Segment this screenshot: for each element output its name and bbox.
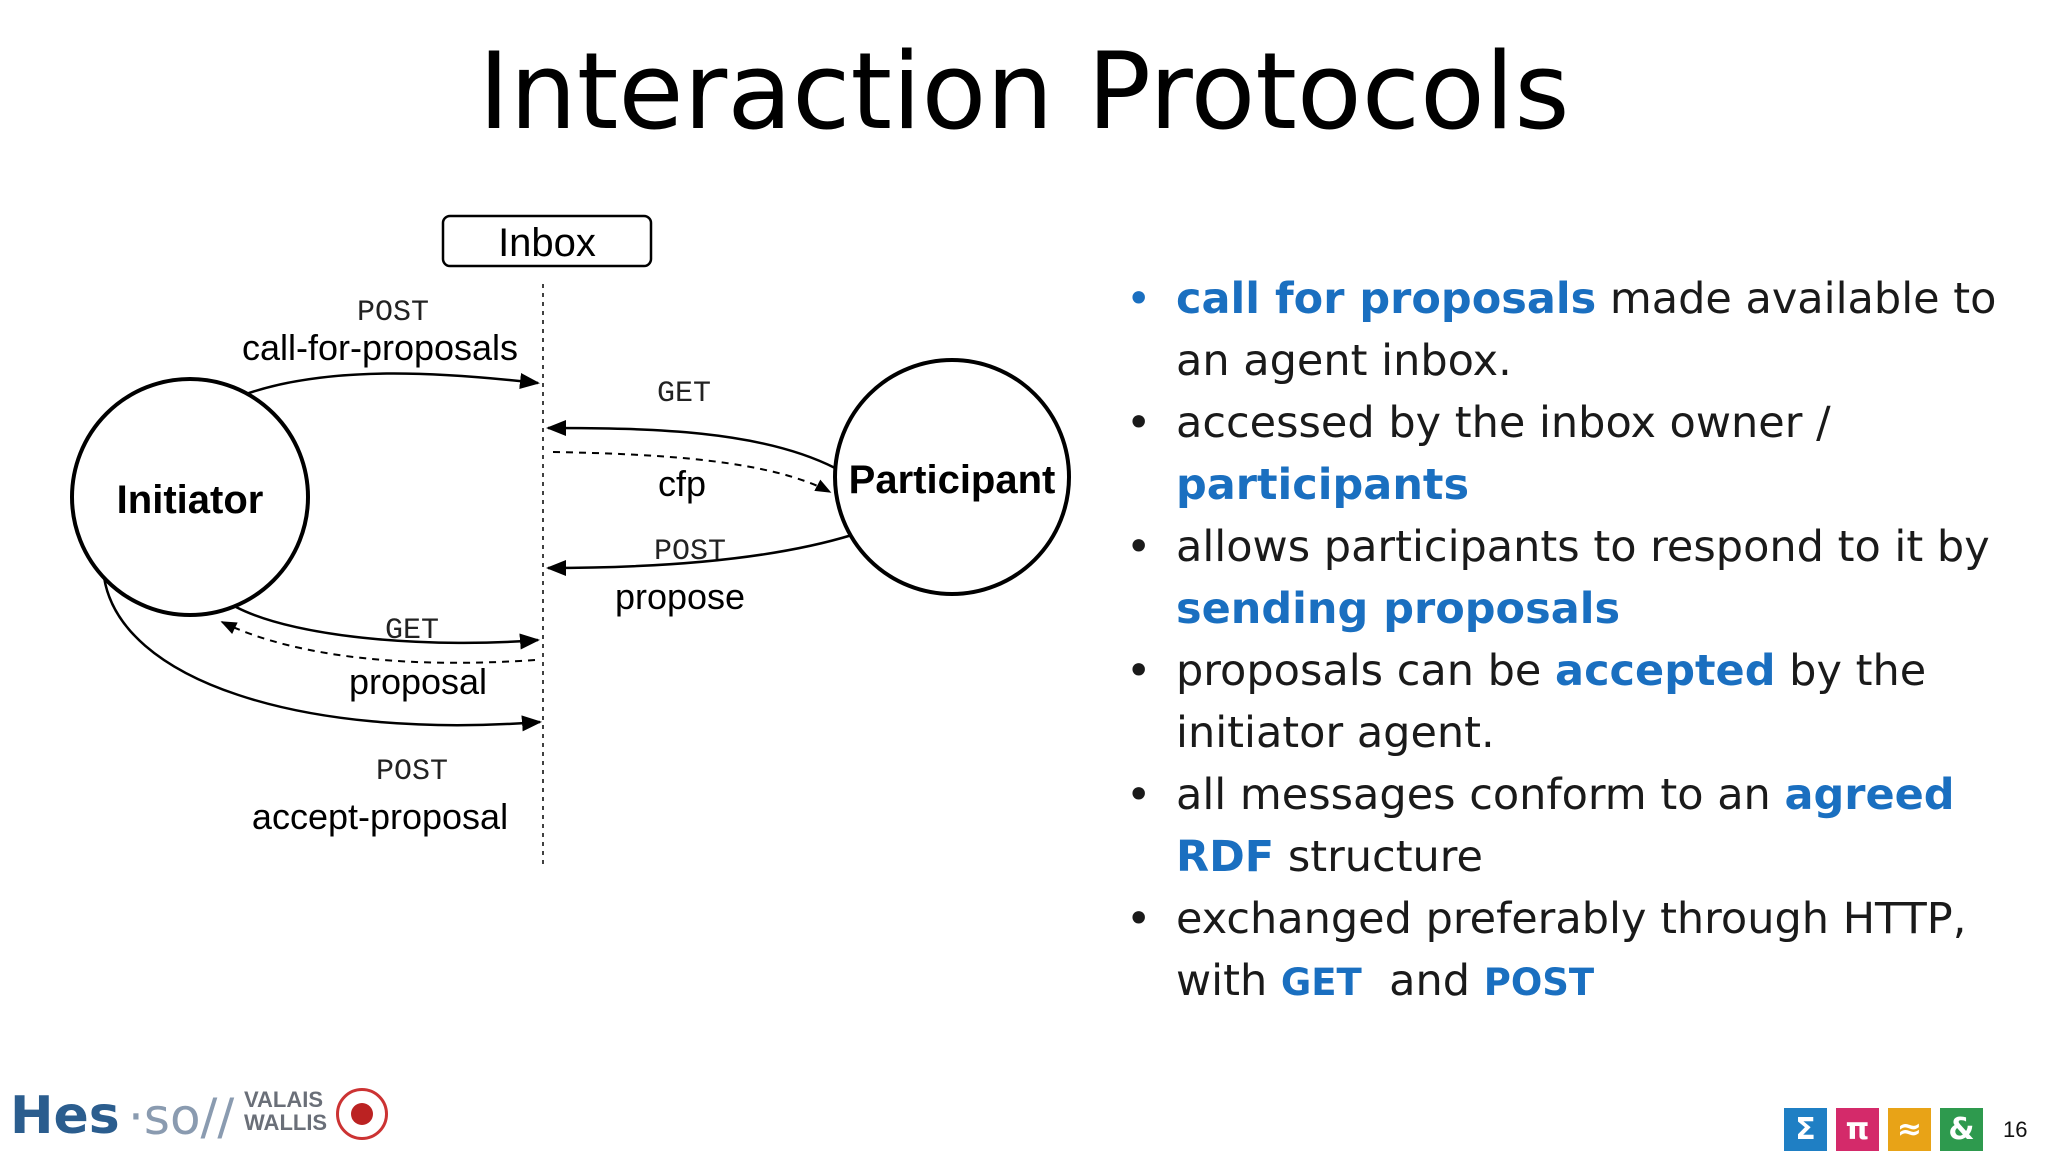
logo-wallis-text: WALLIS: [244, 1110, 328, 1135]
slide-title: Interaction Protocols: [478, 30, 1570, 153]
highlight-term: sending proposals: [1176, 584, 1621, 634]
bullet-text: by the initiator agent.: [1176, 646, 1940, 758]
message-label: proposal: [349, 661, 487, 702]
bullet-text: all messages conform to an: [1176, 770, 1785, 820]
inbox-label: Inbox: [498, 221, 596, 265]
method-label: POST: [376, 755, 448, 789]
highlight-term: agreed RDF: [1176, 770, 1955, 882]
highlight-term: participants: [1176, 460, 1470, 510]
highlight-term: call for proposals: [1176, 274, 1597, 324]
bullet-text: exchanged preferably through HTTP, with: [1176, 894, 1981, 1006]
bullet-text: structure: [1274, 832, 1483, 882]
ampersand-icon: &: [1940, 1108, 1983, 1151]
bullet-text: allows participants to respond to it by: [1176, 522, 2004, 572]
arrow-get-proposal-request: [235, 605, 540, 650]
bullet-list: call for proposals made available to an …: [1120, 268, 2020, 1014]
page-number: 16: [2003, 1117, 2028, 1142]
highlight-term: GET: [1280, 961, 1362, 1004]
message-label: cfp: [658, 463, 706, 504]
logo-valais-text: VALAIS: [244, 1087, 324, 1112]
arrow-post-call-for-proposals: [245, 372, 540, 396]
bullet-text: proposals can be: [1176, 646, 1556, 696]
logo-valais-wallis: VALAIS WALLIS: [244, 1088, 327, 1134]
interaction-diagram: Inbox Initiator Participant POST call-fo…: [70, 214, 1071, 865]
arrow-cfp-response: [552, 451, 832, 493]
method-label: GET: [657, 377, 711, 411]
method-label: POST: [357, 296, 429, 330]
bullet-item: allows participants to respond to it by …: [1120, 516, 2020, 640]
highlight-term: POST: [1483, 961, 1595, 1004]
message-label: propose: [615, 576, 745, 617]
bullet-item: accessed by the inbox owner / participan…: [1120, 392, 2020, 516]
message-label: call-for-proposals: [242, 327, 518, 368]
highlight-term: accepted: [1555, 646, 1776, 696]
seal-icon: [336, 1088, 388, 1140]
participant-label: Participant: [849, 458, 1056, 502]
bullet-text: and: [1361, 956, 1484, 1006]
participant-node: [833, 358, 1071, 596]
pi-icon: π: [1836, 1108, 1879, 1151]
initiator-node: [70, 377, 310, 617]
method-label: POST: [654, 535, 726, 569]
method-label: GET: [385, 614, 439, 648]
bullet-item: call for proposals made available to an …: [1120, 268, 2020, 392]
bullet-item: all messages conform to an agreed RDF st…: [1120, 764, 2020, 888]
bullet-text: made available to an agent inbox.: [1176, 274, 2011, 386]
logo-so-text: ·so//: [128, 1088, 235, 1146]
arrow-proposal-response: [220, 621, 536, 664]
sigma-icon: Σ: [1784, 1108, 1827, 1151]
initiator-label: Initiator: [117, 478, 264, 522]
bullet-text: accessed by the inbox owner /: [1176, 398, 1845, 448]
approx-icon: ≈: [1888, 1108, 1931, 1151]
inbox-box: [441, 214, 653, 268]
arrow-post-accept-proposal: [102, 576, 542, 732]
logo-hes-text: Hes: [10, 1086, 120, 1146]
arrow-get-cfp-request: [546, 420, 836, 470]
message-label: accept-proposal: [252, 796, 508, 837]
bullet-item: exchanged preferably through HTTP, with …: [1120, 888, 2020, 1014]
bullet-item: proposals can be accepted by the initiat…: [1120, 640, 2020, 764]
arrow-post-propose: [546, 533, 853, 576]
